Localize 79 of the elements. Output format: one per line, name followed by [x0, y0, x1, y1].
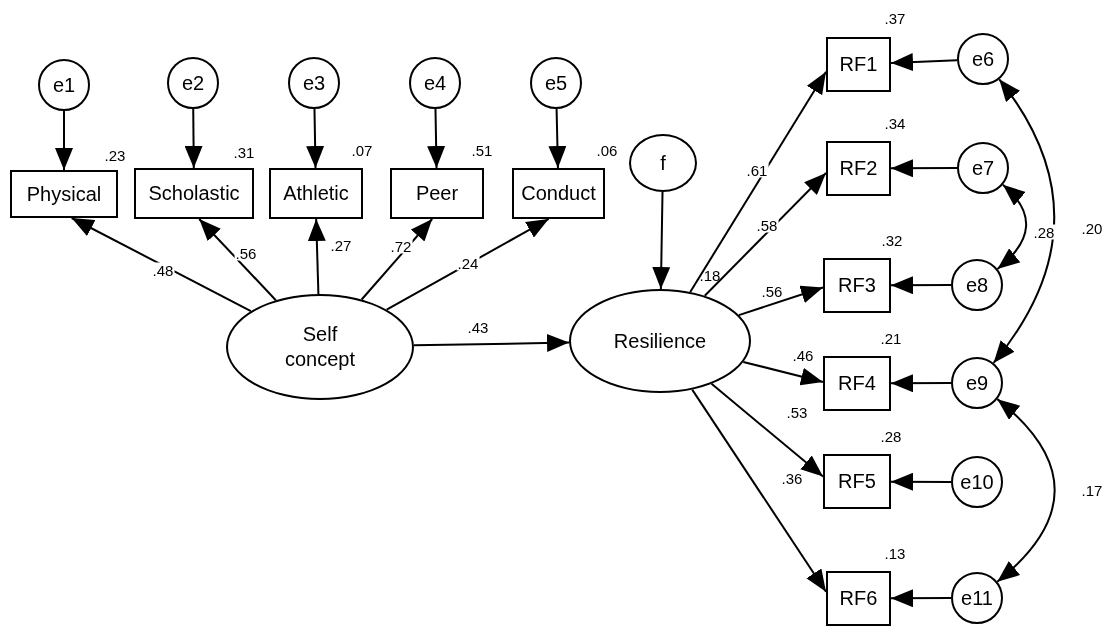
node-label: f [660, 150, 666, 176]
r-squared-label: .21 [880, 330, 902, 346]
path-arrow [742, 360, 824, 386]
covariance-arrow [996, 398, 1056, 583]
node-label: RF2 [839, 156, 878, 181]
node-label: RF6 [839, 586, 878, 611]
node-label: Conduct [521, 181, 596, 206]
node-label: e8 [965, 272, 989, 298]
r-squared-label: .23 [104, 147, 126, 163]
r-squared-label: .06 [596, 142, 618, 158]
edge-label: .24 [456, 255, 480, 271]
path-arrow [306, 108, 325, 169]
path-arrow [890, 472, 952, 491]
r-squared-label: .34 [884, 115, 906, 131]
node-label: e3 [302, 70, 326, 96]
node-label: e5 [544, 70, 568, 96]
observed-box [512, 168, 605, 219]
path-arrow [703, 172, 827, 297]
path-arrow [710, 382, 824, 478]
r-squared-label: .13 [884, 545, 906, 561]
node-label: RF1 [839, 52, 878, 77]
path-arrow [737, 285, 824, 317]
node-label: e4 [423, 70, 447, 96]
edge-label: .28 [1032, 224, 1056, 240]
path-arrow [55, 110, 73, 171]
path-arrow [890, 159, 958, 178]
observed-box [823, 258, 891, 313]
observed-box [390, 168, 484, 219]
node-label: e10 [960, 469, 994, 495]
path-arrow [890, 589, 952, 608]
node-label: Athletic [283, 181, 349, 206]
node-label: e9 [965, 370, 989, 396]
path-arrow [184, 108, 203, 169]
r-squared-label: .31 [233, 144, 255, 160]
node-label: RF4 [838, 371, 876, 396]
path-arrow [890, 53, 959, 72]
path-arrow [307, 218, 326, 295]
node-label: Resilience [613, 328, 707, 354]
observed-box [10, 170, 118, 218]
r-squared-label: .32 [881, 232, 903, 248]
path-arrow [412, 334, 571, 352]
observed-box [826, 141, 891, 196]
node-label: Physical [26, 181, 102, 207]
path-arrow [890, 276, 952, 295]
r-squared-label: .51 [471, 142, 493, 158]
observed-box [823, 454, 891, 509]
path-arrow [385, 218, 550, 311]
node-label: e1 [52, 72, 76, 98]
r-squared-label: .07 [351, 142, 373, 158]
covariance-arrow [996, 183, 1028, 270]
covariance-arrow [992, 78, 1056, 364]
r-squared-label: .18 [699, 267, 721, 283]
observed-box [134, 168, 254, 219]
node-label: RF5 [838, 469, 876, 494]
edge-label: .61 [745, 162, 769, 178]
observed-box [269, 168, 363, 219]
node-label: Self concept [283, 322, 357, 372]
node-label: e11 [961, 585, 993, 611]
observed-box [826, 37, 891, 92]
node-label: RF3 [838, 273, 876, 298]
observed-box [823, 356, 891, 411]
path-arrow [360, 218, 434, 301]
edge-label: .48 [151, 262, 175, 278]
path-arrow [548, 108, 567, 169]
node-label: Peer [415, 181, 459, 206]
observed-box [826, 571, 891, 626]
path-arrow [890, 374, 952, 393]
path-arrow [427, 108, 446, 169]
edge-label: .58 [755, 217, 779, 233]
path-arrow [198, 218, 277, 302]
node-label: e2 [181, 70, 205, 96]
node-label: Scholastic [148, 181, 240, 206]
node-label: e6 [971, 46, 995, 72]
r-squared-label: .28 [880, 428, 902, 444]
path-arrow [652, 191, 671, 290]
r-squared-label: .37 [884, 10, 906, 26]
edge-label: .72 [389, 238, 413, 254]
node-label: e7 [971, 155, 995, 181]
path-arrow [70, 217, 252, 313]
